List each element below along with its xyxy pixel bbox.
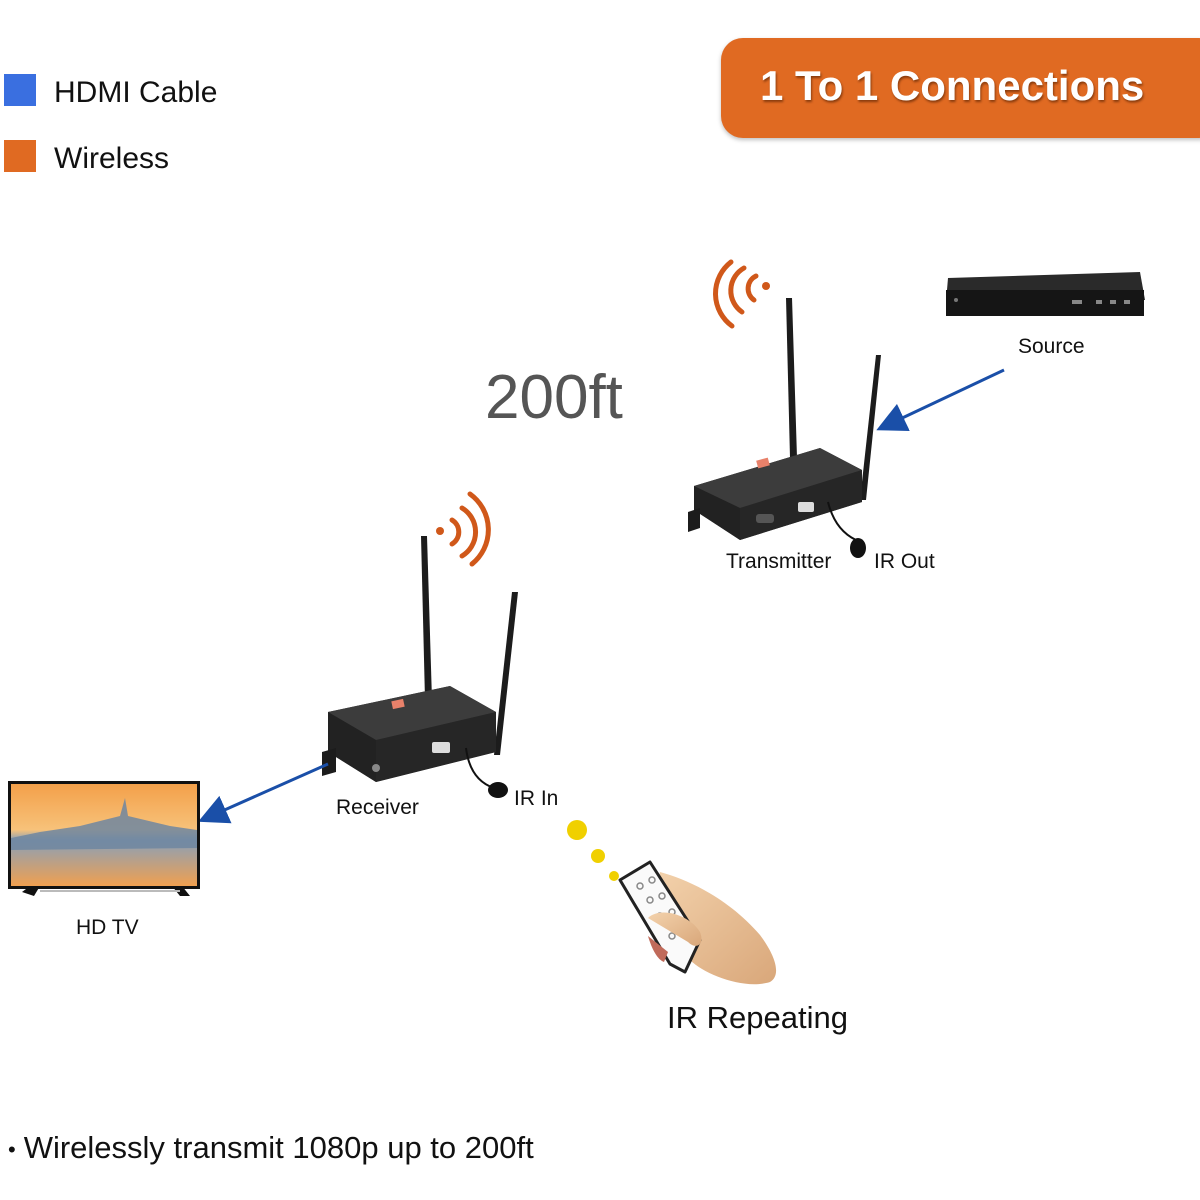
transmitter-label: Transmitter [726,550,832,573]
receiver-device-icon [322,536,518,798]
title-banner [721,38,1200,138]
ir-out-label: IR Out [874,550,935,573]
bullet-icon: • [8,1136,16,1162]
banner-title: 1 To 1 Connections [760,62,1145,109]
transmitter-device-icon [688,298,881,558]
ir-repeating-label: IR Repeating [667,1000,848,1035]
hd-tv-icon [8,781,200,896]
legend-swatch-wireless [4,140,36,172]
legend-label-hdmi: HDMI Cable [54,76,218,109]
receiver-label: Receiver [336,796,419,819]
source-device-icon [946,272,1145,316]
source-label: Source [1018,335,1085,358]
arrow-receiver-to-tv [198,762,329,824]
wireless-signal-icon-receiver [436,491,491,567]
legend-swatch-hdmi [4,74,36,106]
arrow-source-to-transmitter [876,368,1005,432]
ir-signal-dots [567,820,619,881]
feature-text: Wirelessly transmit 1080p up to 200ft [23,1130,534,1165]
distance-label: 200ft [485,363,623,432]
hd-tv-label: HD TV [76,916,139,939]
legend-label-wireless: Wireless [54,142,170,175]
feature-bullet: • Wirelessly transmit 1080p up to 200ft [8,1130,534,1166]
ir-in-label: IR In [514,787,559,810]
remote-control-hand-icon [618,860,777,985]
wireless-signal-icon-transmitter [713,259,770,329]
